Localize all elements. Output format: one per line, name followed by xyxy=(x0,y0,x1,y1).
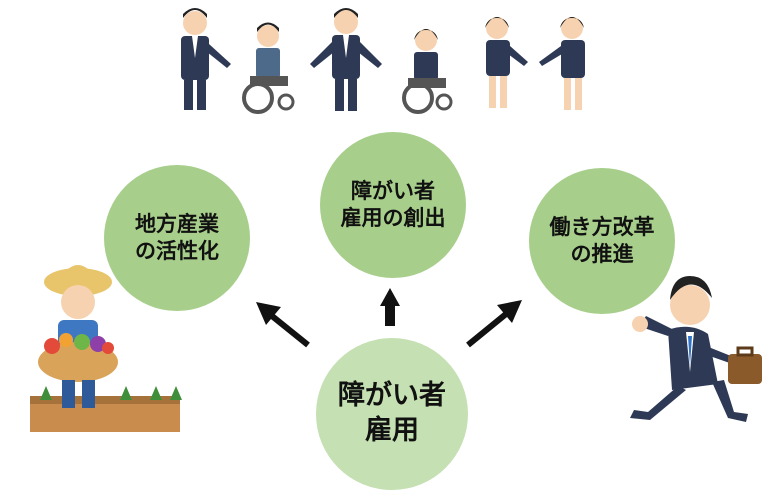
circle-label-line2: の活性化 xyxy=(135,239,219,263)
work-style-reform-circle: 働き方改革 の推進 xyxy=(529,168,675,314)
circle-label-line1: 地方産業 xyxy=(135,212,219,237)
standing-man-icon xyxy=(181,8,231,110)
arrow-to-top-circle xyxy=(380,288,400,326)
circle-label-line2: 雇用の創出 xyxy=(340,206,446,230)
circle-label-line2: 雇用 xyxy=(365,415,419,446)
regional-industry-circle: 地方産業 の活性化 xyxy=(104,165,250,311)
standing-woman-icon xyxy=(485,17,528,108)
wheelchair-woman-icon xyxy=(402,29,453,114)
circle-label-line1: 働き方改革 xyxy=(549,215,655,240)
farmer-illustration xyxy=(30,265,182,432)
circle-label-line2: の推進 xyxy=(570,242,634,266)
circle-label-line1: 障がい者 xyxy=(338,380,446,412)
disability-employment-circle: 障がい者 雇用 xyxy=(316,338,468,490)
wheelchair-man-icon xyxy=(242,22,295,114)
circle-label-line1: 障がい者 xyxy=(351,179,435,204)
diverse-workers-illustration xyxy=(181,8,585,114)
arrow-to-right-circle xyxy=(466,300,522,348)
job-creation-circle: 障がい者 雇用の創出 xyxy=(320,132,466,278)
arrow-to-left-circle xyxy=(256,302,310,348)
welcoming-man-icon xyxy=(310,8,382,111)
running-businessman-illustration xyxy=(630,276,762,422)
guiding-woman-icon xyxy=(539,17,585,110)
